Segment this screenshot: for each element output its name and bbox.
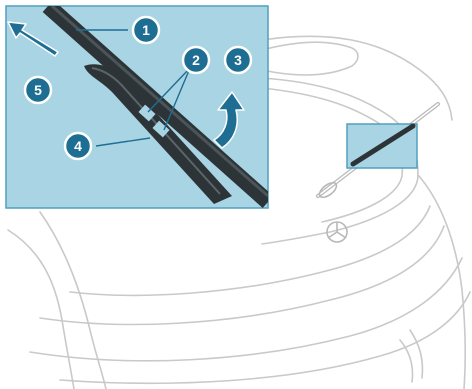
callout-2-label: 2 <box>192 52 200 68</box>
detail-highlight-box <box>347 124 417 168</box>
tailgate-curve-3 <box>30 258 462 361</box>
roof-spoiler <box>262 42 358 75</box>
callout-5: 5 <box>25 77 51 103</box>
tailgate-curve-4 <box>60 292 470 383</box>
callout-3: 3 <box>225 47 251 73</box>
roof-line <box>262 36 452 120</box>
callout-2: 2 <box>183 47 209 73</box>
tailgate-curve-1 <box>70 206 430 295</box>
body-left-panel <box>40 212 106 389</box>
callout-5-label: 5 <box>34 82 42 98</box>
callout-1: 1 <box>133 17 159 43</box>
callout-4: 4 <box>65 133 91 159</box>
tailgate-curve-2 <box>40 226 444 324</box>
callout-4-label: 4 <box>74 138 82 154</box>
callout-1-label: 1 <box>142 22 150 38</box>
inset-detail-panel: 1 2 3 4 <box>6 6 268 208</box>
body-right-side <box>418 175 465 389</box>
callout-3-label: 3 <box>234 52 242 68</box>
